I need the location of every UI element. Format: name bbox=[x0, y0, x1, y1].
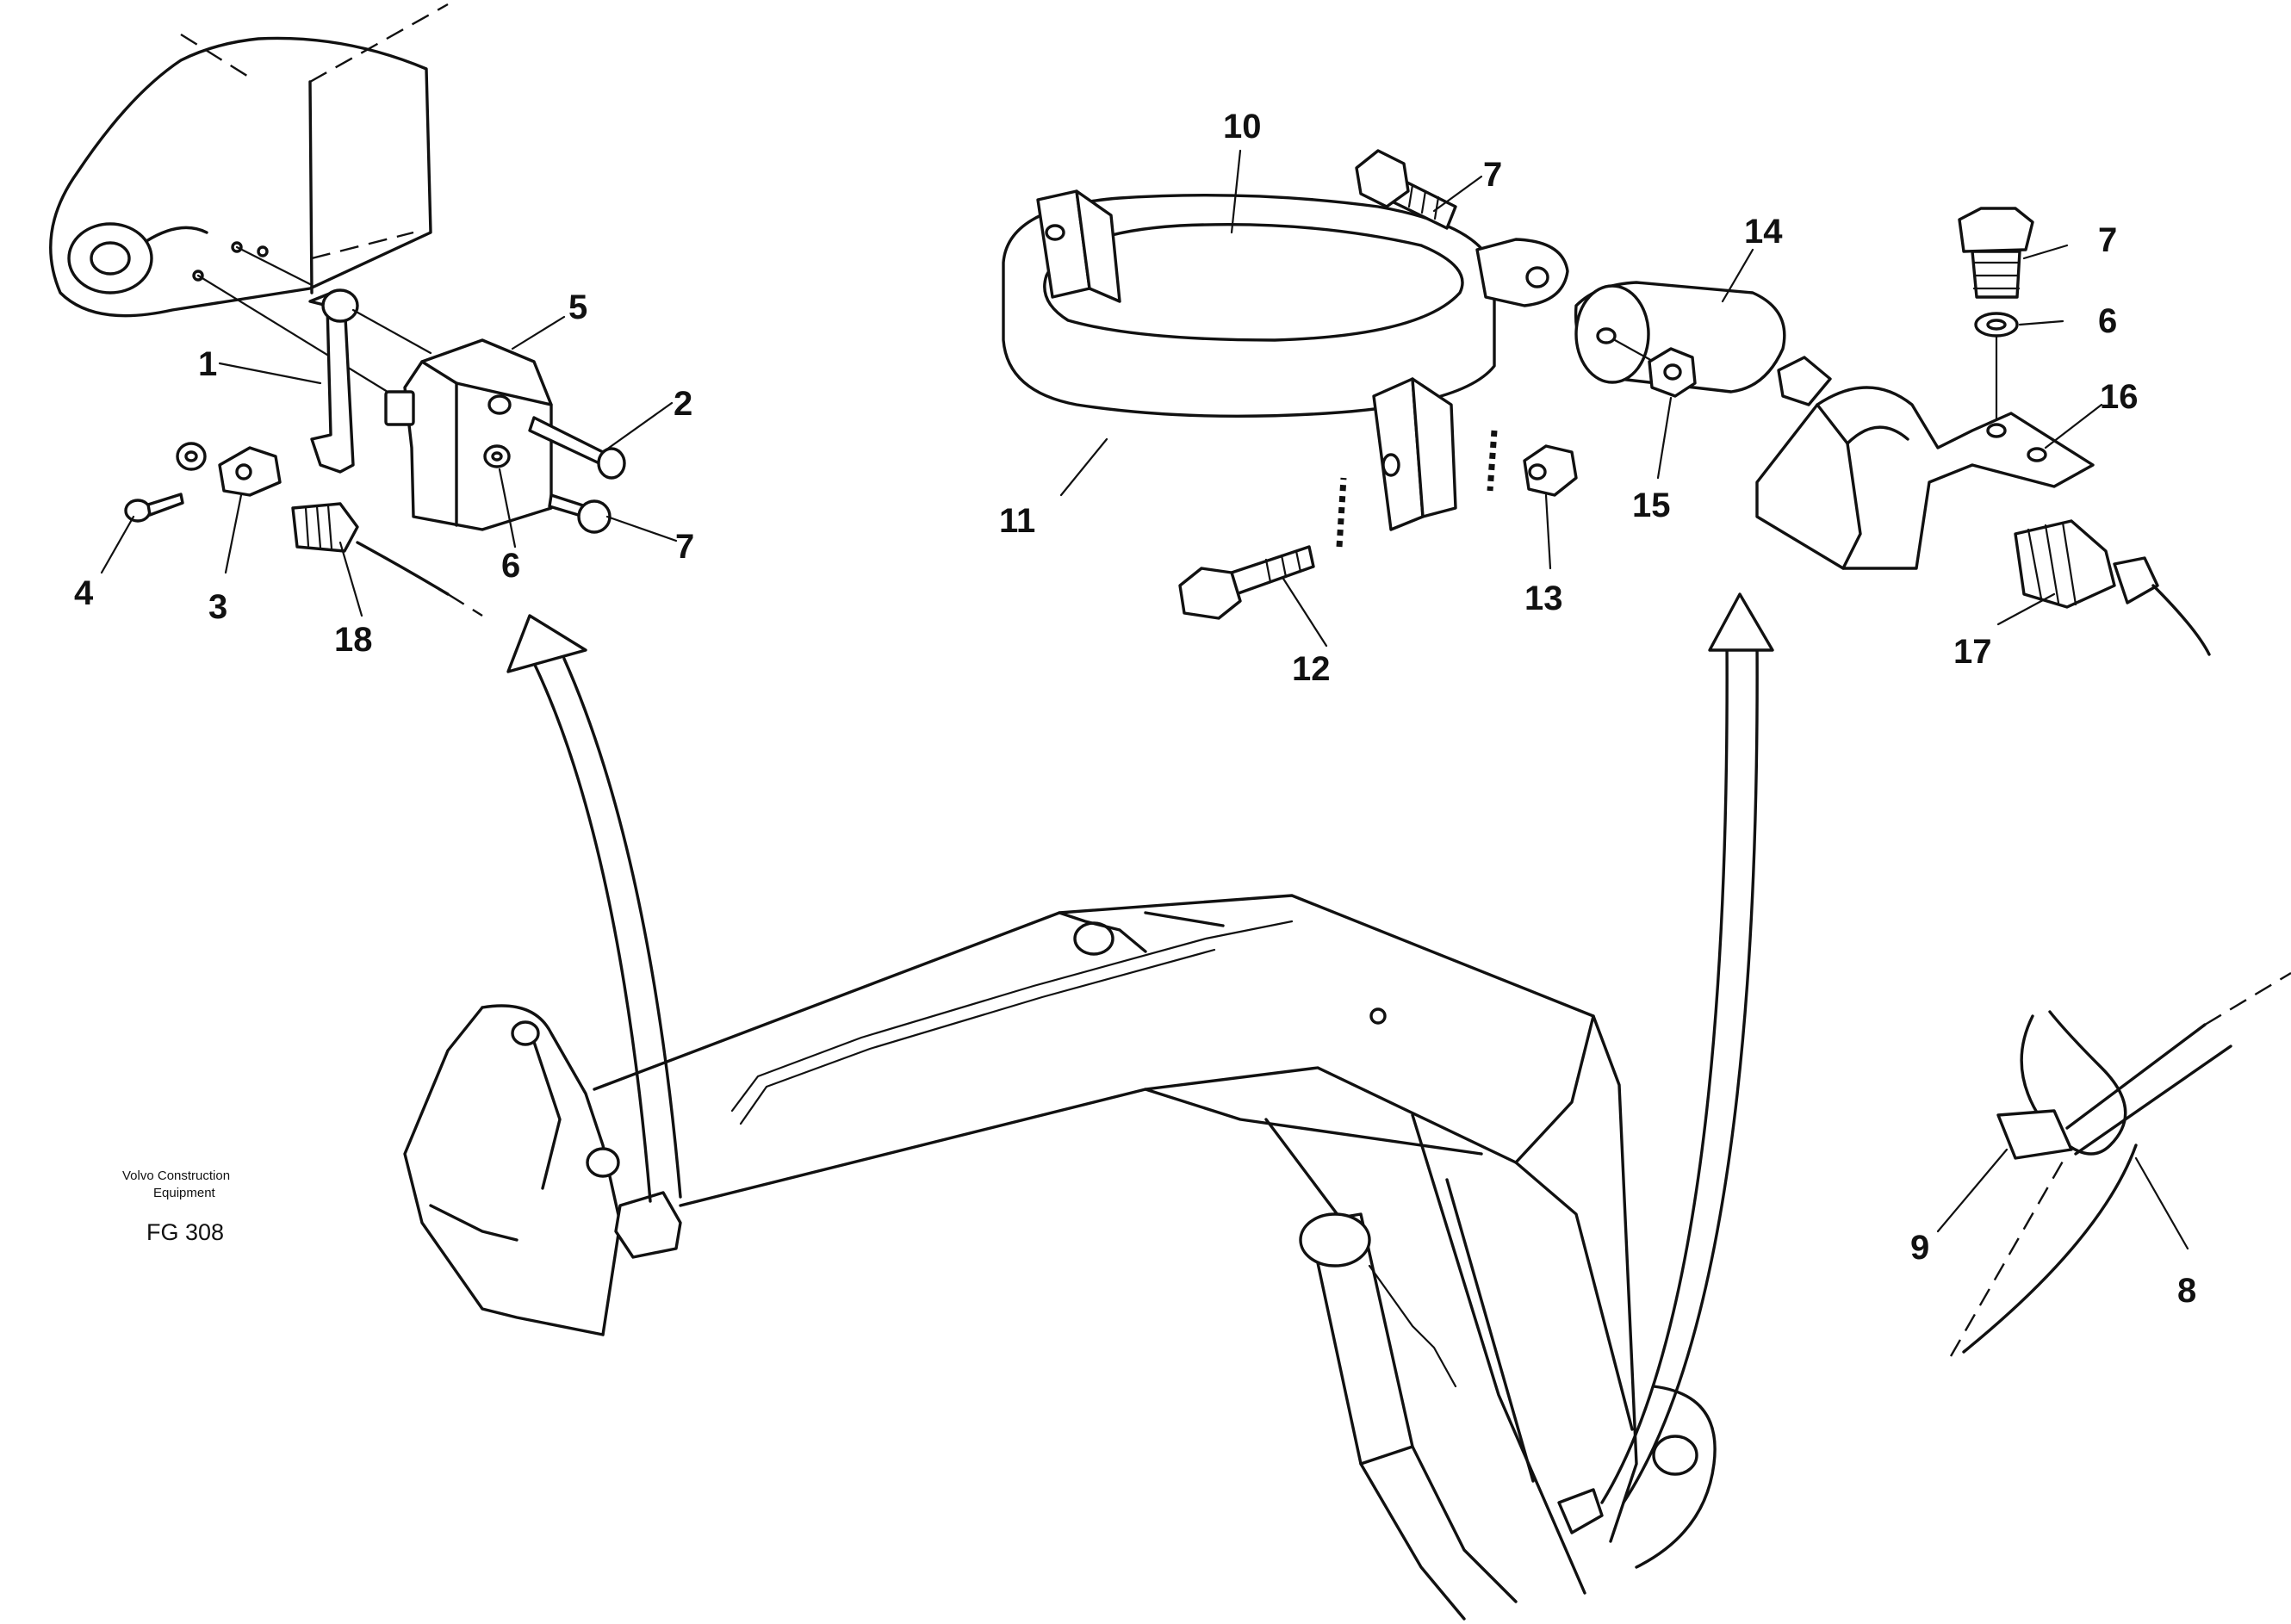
clamp-tab bbox=[1475, 238, 1569, 307]
pointer-arrows bbox=[506, 592, 1774, 1504]
nut-part-3 bbox=[176, 442, 207, 471]
sensor-installed bbox=[614, 1191, 682, 1259]
boom-end-plate bbox=[49, 36, 432, 318]
callout-8: 8 bbox=[2177, 1272, 2196, 1310]
callout-9: 9 bbox=[1910, 1229, 1929, 1267]
detail-cable-tie bbox=[1949, 971, 2291, 1357]
cable-fitting-part-18 bbox=[291, 502, 359, 553]
cable-tie-loop bbox=[2020, 1010, 2127, 1156]
cable-fitting-part-17 bbox=[2014, 519, 2116, 609]
bucket-linkage bbox=[403, 1006, 605, 1336]
hydraulic-cylinder bbox=[1264, 1118, 1345, 1224]
pivot-boss bbox=[67, 222, 153, 294]
callout-7c: 7 bbox=[2098, 221, 2117, 259]
callout-13: 13 bbox=[1524, 580, 1563, 617]
arrow-to-detail-a bbox=[532, 661, 652, 1203]
callout-7a: 7 bbox=[675, 528, 694, 566]
callout-6b: 6 bbox=[2098, 302, 2117, 340]
callout-17: 17 bbox=[1953, 633, 1992, 671]
detail-clamp bbox=[1002, 149, 1786, 620]
cable-right bbox=[2151, 584, 2211, 656]
callout-4: 4 bbox=[74, 574, 94, 612]
sensor-housing-part-5 bbox=[403, 338, 553, 531]
washer-part-6-right bbox=[1974, 312, 2019, 338]
bracket-sleeve bbox=[321, 288, 359, 323]
cable bbox=[356, 541, 450, 596]
sensor-tab bbox=[384, 390, 415, 426]
arrow-to-detail-b bbox=[1600, 635, 1729, 1504]
detail-cable-bracket bbox=[1755, 207, 2211, 656]
callout-labels: 1 2 3 4 5 6 7 18 10 7 11 12 13 14 15 7 6… bbox=[74, 108, 2196, 1310]
callout-3: 3 bbox=[208, 588, 227, 626]
callout-12: 12 bbox=[1292, 650, 1331, 688]
pivot-hole bbox=[90, 241, 131, 276]
lower-pivot bbox=[1652, 1435, 1698, 1476]
bracket-part-16 bbox=[1755, 386, 2095, 570]
bolt-part-7-right bbox=[1958, 207, 2034, 253]
detail-sensor-bracket bbox=[49, 3, 626, 617]
callout-1: 1 bbox=[198, 345, 217, 383]
boom-main-view bbox=[403, 894, 1717, 1621]
nut-part-13 bbox=[1523, 444, 1578, 497]
brand-line-1: Volvo Construction bbox=[122, 1168, 230, 1183]
cable-tie-head bbox=[1996, 1109, 2073, 1160]
callout-2: 2 bbox=[674, 385, 692, 423]
callout-11: 11 bbox=[999, 502, 1035, 540]
clamp-band-inner bbox=[1043, 222, 1464, 342]
washer-part-6 bbox=[483, 444, 511, 468]
mount-hole bbox=[231, 241, 243, 253]
hydraulic-line bbox=[730, 920, 1294, 1113]
screw-part-4 bbox=[124, 499, 152, 523]
callout-7b: 7 bbox=[1483, 156, 1502, 194]
boom-upper bbox=[593, 894, 1638, 1543]
mount-hole bbox=[257, 245, 269, 257]
callout-6a: 6 bbox=[501, 547, 520, 585]
figure-code: FG 308 bbox=[146, 1219, 224, 1245]
mount-hole bbox=[192, 270, 204, 282]
nut-part-15 bbox=[1648, 347, 1697, 398]
brand-line-2: Equipment bbox=[153, 1186, 216, 1200]
callout-5: 5 bbox=[568, 288, 587, 326]
leader-lines bbox=[100, 149, 2189, 1250]
callout-15: 15 bbox=[1632, 487, 1671, 524]
figure-caption: Volvo Construction Equipment FG 308 bbox=[122, 1168, 230, 1245]
callout-18: 18 bbox=[334, 621, 373, 659]
callout-10: 10 bbox=[1223, 108, 1262, 146]
boom-lower bbox=[1411, 1113, 1586, 1595]
callout-16: 16 bbox=[2100, 378, 2139, 416]
callout-14: 14 bbox=[1744, 213, 1783, 251]
